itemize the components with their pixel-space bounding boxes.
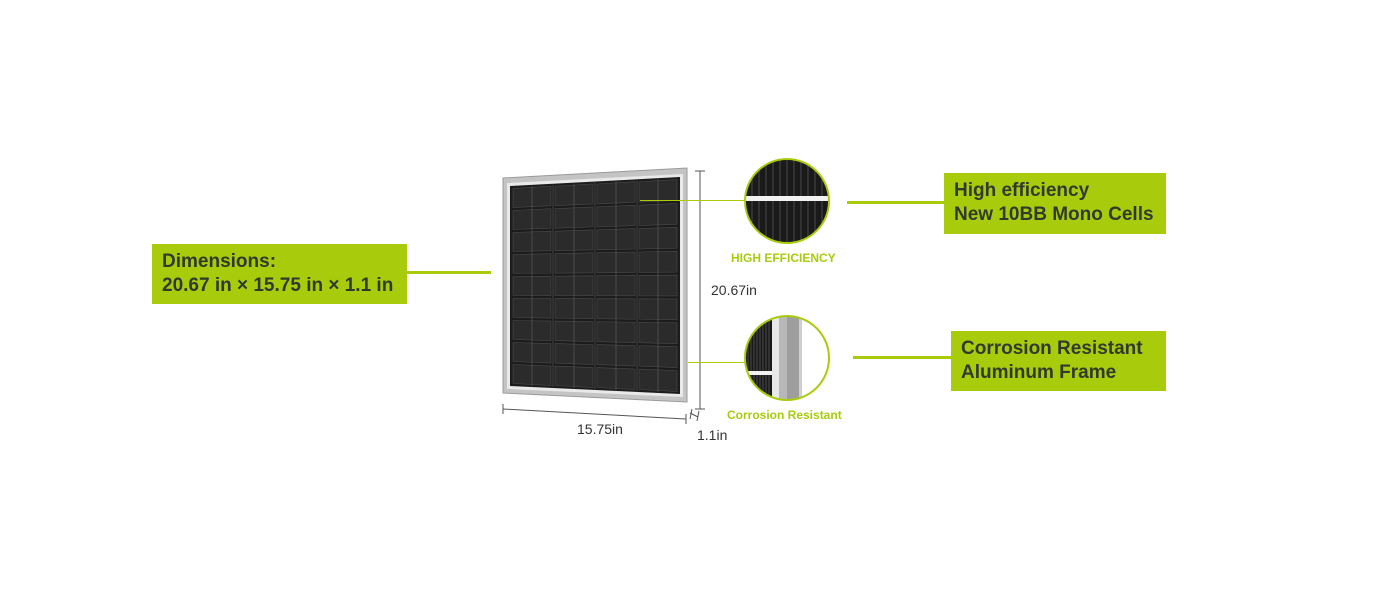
high-efficiency-caption: HIGH EFFICIENCY [731, 251, 836, 265]
efficiency-connector [847, 201, 945, 204]
height-measurement: 20.67in [711, 282, 757, 298]
efficiency-label: High efficiency New 10BB Mono Cells [944, 173, 1166, 234]
dimensions-connector [407, 271, 491, 274]
frame-title: Corrosion Resistant [961, 338, 1143, 359]
efficiency-title: High efficiency [954, 180, 1090, 201]
dimensions-label: Dimensions: 20.67 in × 15.75 in × 1.1 in [152, 244, 407, 304]
dimensions-value: 20.67 in × 15.75 in × 1.1 in [162, 275, 394, 296]
frame-connector [853, 356, 952, 359]
width-dimension-line [502, 404, 700, 424]
efficiency-detail: New 10BB Mono Cells [954, 204, 1154, 225]
frame-label: Corrosion Resistant Aluminum Frame [951, 331, 1166, 391]
frame-zoom-circle [744, 315, 830, 401]
cell-zoom-pointer [640, 200, 745, 201]
corrosion-resistant-caption: Corrosion Resistant [727, 408, 842, 422]
width-measurement: 15.75in [577, 421, 623, 437]
solar-panel-image [502, 167, 688, 403]
depth-measurement: 1.1in [697, 427, 728, 443]
cell-zoom-circle [744, 158, 830, 244]
dimensions-title: Dimensions: [162, 251, 277, 272]
frame-zoom-pointer [688, 362, 745, 363]
height-dimension-line [695, 170, 705, 410]
frame-detail: Aluminum Frame [961, 362, 1117, 383]
